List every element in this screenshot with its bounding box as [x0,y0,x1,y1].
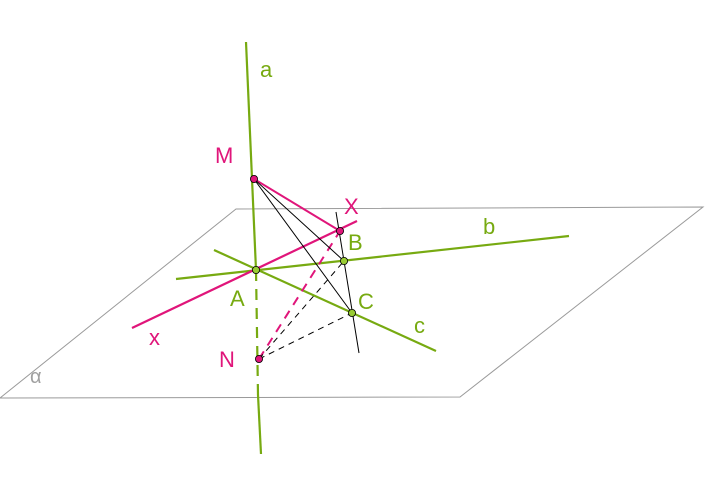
line-a-hidden [254,269,260,396]
line-a-lower [256,394,263,455]
label-c: c [414,313,425,338]
line-a-upper [244,41,258,271]
point-B [339,256,348,265]
label-N: N [219,347,235,372]
line-b [175,234,570,281]
label-b: b [483,214,495,239]
label-x: x [149,325,160,350]
point-N [254,354,263,363]
label-A: A [230,286,245,311]
point-X [335,226,344,235]
label-X: X [344,194,359,219]
label-B: B [348,230,363,255]
line-c [213,248,437,353]
segment-nc [258,312,353,360]
label-M: M [215,143,233,168]
label-alpha: α [30,366,42,388]
segment-nx [258,230,341,360]
segment-mx [253,178,341,232]
point-A [251,265,260,274]
segment-mb [253,178,345,262]
label-a: a [260,57,273,82]
label-C: C [358,289,374,314]
segment-mc [253,178,353,314]
point-C [347,308,356,317]
line-xbc [335,211,360,354]
plane-alpha [0,206,705,399]
point-M [249,174,258,183]
